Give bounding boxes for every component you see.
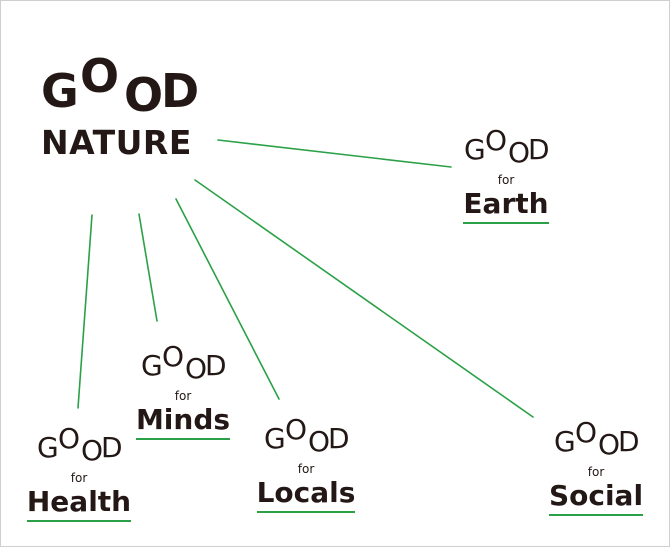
node-letter: G (141, 349, 163, 382)
node-letter: G (554, 425, 576, 458)
node-word: Social (548, 479, 644, 516)
node-letter: D (101, 431, 123, 464)
node-connector: for (70, 471, 88, 485)
node-letter: O (508, 136, 531, 169)
node-word: Health (26, 485, 132, 522)
node-logo-good: G O O D (37, 422, 123, 467)
node-health: G O O D for Health (21, 422, 137, 522)
node-letter: D (328, 422, 350, 455)
node-logo-good: G O O D (464, 124, 550, 169)
main-logo-subtitle: NATURE (41, 123, 192, 162)
node-word: Minds (135, 403, 231, 440)
line-to-minds (138, 213, 158, 322)
node-letter: O (162, 340, 185, 373)
node-locals: G O O D for Locals (251, 413, 361, 513)
line-to-health (77, 214, 93, 409)
node-connector: for (587, 465, 605, 479)
node-minds: G O O D for Minds (133, 340, 233, 440)
main-letter: O (124, 68, 164, 122)
main-letter: D (161, 64, 200, 118)
node-letter: G (37, 431, 59, 464)
node-connector: for (174, 389, 192, 403)
node-connector: for (497, 173, 515, 187)
node-letter: O (485, 124, 508, 157)
node-letter: O (58, 422, 81, 455)
node-logo-good: G O O D (554, 416, 640, 461)
node-social: G O O D for Social (545, 416, 647, 516)
node-letter: G (264, 422, 286, 455)
node-logo-good: G O O D (141, 340, 227, 385)
node-logo-good: G O O D (264, 413, 350, 458)
node-letter: D (205, 349, 227, 382)
node-letter: O (285, 413, 308, 446)
main-letter: O (80, 49, 120, 103)
line-to-earth (217, 139, 452, 168)
node-letter: D (528, 133, 550, 166)
node-letter: G (464, 133, 486, 166)
main-letter: G (41, 64, 79, 118)
node-letter: D (618, 425, 640, 458)
good-nature-logo: G O O D NATURE (41, 50, 199, 163)
node-connector: for (297, 462, 315, 476)
node-letter: O (185, 352, 208, 385)
node-earth: G O O D for Earth (460, 124, 552, 224)
node-letter: O (598, 428, 621, 461)
node-letter: O (81, 434, 104, 467)
main-logo-good: G O O D (41, 50, 199, 121)
node-word: Locals (256, 476, 356, 513)
node-letter: O (308, 425, 331, 458)
node-letter: O (575, 416, 598, 449)
node-word: Earth (463, 187, 549, 224)
